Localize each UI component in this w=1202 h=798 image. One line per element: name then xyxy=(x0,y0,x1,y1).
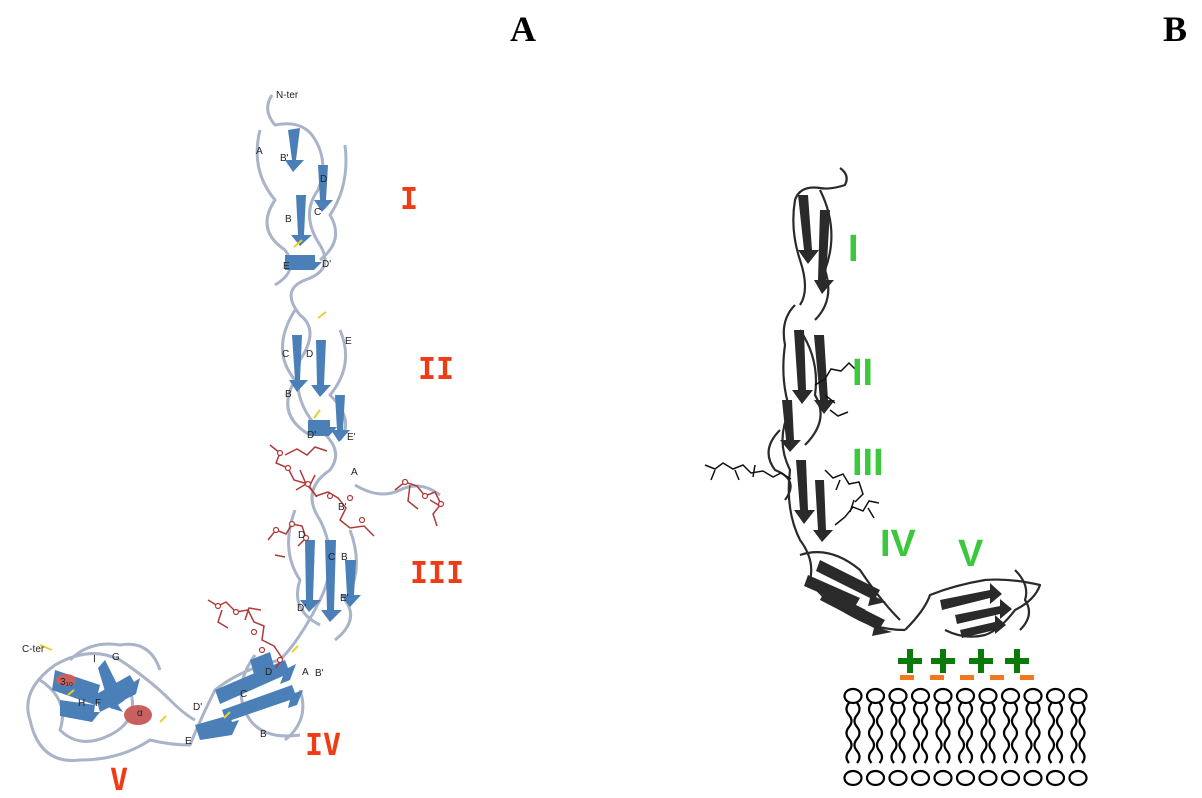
strand-label: D' xyxy=(297,603,306,614)
strand-label: B xyxy=(260,729,267,740)
strand-label: D xyxy=(298,530,305,541)
strand-label: E xyxy=(185,736,192,747)
panel-a-domain-label: V xyxy=(110,763,129,798)
strand-label: B xyxy=(285,214,292,225)
panel-b-domain-label: III xyxy=(852,442,884,484)
panel-a-strand-labels: A B' D C B D' E C D E B D' E' A B' D C B… xyxy=(60,146,358,747)
panel-b-label: B xyxy=(1163,9,1188,49)
strand-label: D' xyxy=(193,702,202,713)
strand-label: E' xyxy=(340,593,349,604)
lipid-molecule xyxy=(1045,687,1066,787)
panel-a-label: A xyxy=(510,9,536,49)
strand-label: E xyxy=(283,261,290,272)
strand-label: A xyxy=(256,146,263,157)
plus-charges xyxy=(898,649,1029,673)
helix-310 xyxy=(56,674,76,686)
panel-b-strands xyxy=(780,195,1012,638)
strand-label: C xyxy=(240,689,247,700)
panel-a-glycan-nodes xyxy=(214,449,445,664)
minus-charges xyxy=(900,675,1034,680)
strand-label: F xyxy=(95,698,101,709)
strand-label: H xyxy=(78,698,85,709)
lipid-molecule xyxy=(1068,687,1088,787)
strand-label: B' xyxy=(338,502,347,513)
panel-b-domain-label: IV xyxy=(880,523,916,565)
lipid-molecules xyxy=(843,687,1088,787)
panel-a-domain-label: II xyxy=(418,352,455,387)
strand-label: A xyxy=(302,667,309,678)
panel-a-domain-label: IV xyxy=(305,728,342,763)
lipid-molecule xyxy=(843,687,863,787)
strand-label: B' xyxy=(315,668,324,679)
lipid-molecule xyxy=(1000,687,1021,787)
strand-label: D xyxy=(306,349,313,360)
panel-b-domain-label: II xyxy=(852,352,874,394)
lipid-molecule xyxy=(888,687,908,787)
panel-b-domain-label: I xyxy=(848,228,859,270)
strand-label: 3₁₀ xyxy=(60,677,73,688)
strand-label: I xyxy=(93,654,96,665)
lipid-molecule xyxy=(955,687,976,787)
strand-label: D xyxy=(320,174,327,185)
strand-label: G xyxy=(112,652,120,663)
panel-a-domain-label: III xyxy=(410,556,465,591)
strand-label: D' xyxy=(322,259,331,270)
strand-label: D' xyxy=(307,430,316,441)
strand-label: D xyxy=(265,667,272,678)
panel-b-glycans xyxy=(704,361,880,526)
strand-label: B' xyxy=(280,153,289,164)
strand-label: E' xyxy=(347,432,356,443)
lipid-molecule xyxy=(933,687,953,787)
strand-label: B xyxy=(341,552,348,563)
strand-label: E xyxy=(345,336,352,347)
strand-label: C xyxy=(282,349,289,360)
strand-label: α xyxy=(137,708,143,719)
n-terminus-label: N-ter xyxy=(276,90,299,101)
c-terminus-label: C-ter xyxy=(22,644,45,655)
panel-a-strands xyxy=(52,128,361,740)
lipid-molecule xyxy=(1023,687,1043,787)
strand-label: C xyxy=(314,207,321,218)
strand-label: B xyxy=(285,389,292,400)
strand-label: A xyxy=(351,467,358,478)
panel-a-disulfides xyxy=(39,239,327,723)
panel-b-domain-label: V xyxy=(958,533,984,575)
lipid-molecule xyxy=(910,687,931,787)
panel-a-domain-label: I xyxy=(400,182,419,217)
lipid-molecule xyxy=(978,687,998,787)
alpha-helix xyxy=(124,705,152,725)
strand-label: C xyxy=(328,552,335,563)
lipid-molecule xyxy=(865,687,886,787)
